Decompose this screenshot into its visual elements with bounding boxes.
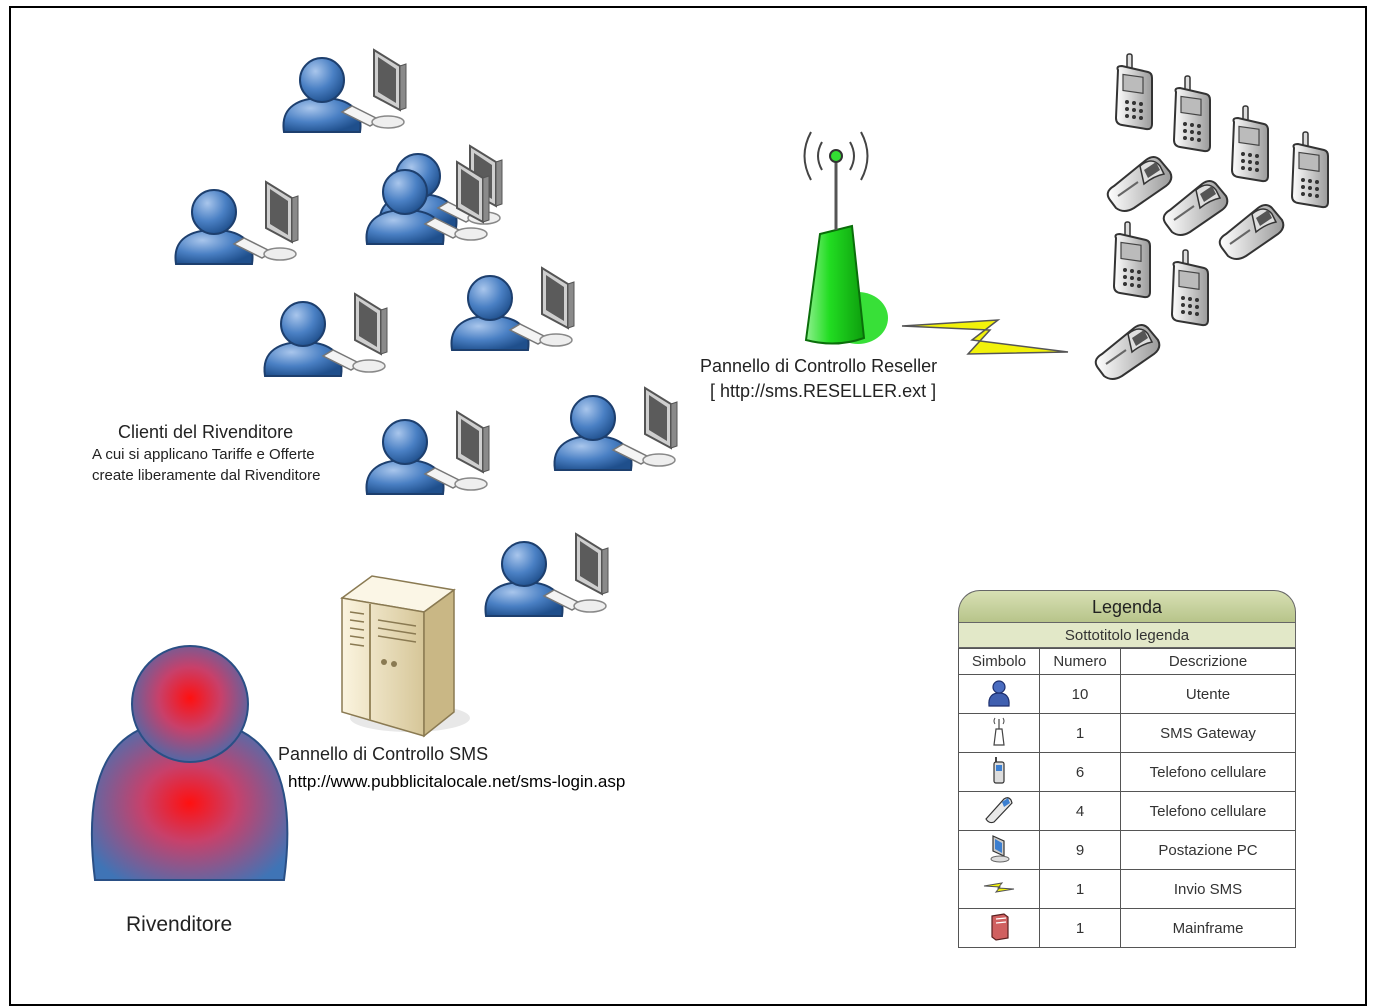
legend-row: 9 Postazione PC	[958, 830, 1296, 870]
legend-description: Utente	[1120, 674, 1296, 714]
legend-description: Telefono cellulare	[1120, 752, 1296, 792]
antenna-icon	[993, 717, 1005, 746]
client-user-9	[484, 533, 609, 617]
mainframe-icon	[991, 913, 1009, 941]
reseller-label: Rivenditore	[126, 913, 233, 936]
client-user-7	[365, 411, 490, 495]
legend-symbol-cell	[958, 713, 1040, 753]
legend-row: 1 Mainframe	[958, 908, 1296, 948]
client-user-5	[263, 293, 388, 377]
pc-workstation-icon	[990, 835, 1010, 863]
legend-description: Postazione PC	[1120, 830, 1296, 870]
legend-symbol-cell	[958, 908, 1040, 948]
legend-number: 4	[1039, 791, 1121, 831]
bar-phone-icon-2	[1173, 75, 1211, 153]
legend-number: 6	[1039, 752, 1121, 792]
legend-header-number: Numero	[1039, 648, 1121, 675]
legend-header-row: Simbolo Numero Descrizione	[958, 648, 1296, 675]
legend-symbol-cell	[958, 674, 1040, 714]
bar-phone-icon-3	[1231, 105, 1269, 183]
clients-title: Clienti del Rivenditore	[118, 422, 294, 442]
client-user-8	[553, 387, 678, 471]
reseller-user-icon	[90, 645, 289, 881]
mainframe-icon	[340, 575, 470, 738]
legend-description: Telefono cellulare	[1120, 791, 1296, 831]
legend-row: 1 SMS Gateway	[958, 713, 1296, 753]
clients-line-2: create liberamente dal Rivenditore	[92, 467, 321, 484]
sms-panel-url: http://www.pubblicitalocale.net/sms-logi…	[288, 772, 626, 791]
lightning-icon	[983, 882, 1015, 893]
clients-line-1: A cui si applicano Tariffe e Offerte	[92, 446, 315, 463]
legend: Legenda Sottotitolo legenda Simbolo Nume…	[958, 590, 1296, 951]
legend-row: 10 Utente	[958, 674, 1296, 714]
legend-symbol-cell	[958, 791, 1040, 831]
legend-symbol-cell	[958, 830, 1040, 870]
legend-table: Simbolo Numero Descrizione 10 Utente	[958, 648, 1296, 948]
legend-symbol-cell	[958, 869, 1040, 909]
legend-header-symbol: Simbolo	[958, 648, 1040, 675]
legend-number: 10	[1039, 674, 1121, 714]
legend-number: 9	[1039, 830, 1121, 870]
legend-row: 6 Telefono cellulare	[958, 752, 1296, 792]
legend-number: 1	[1039, 908, 1121, 948]
flip-phone-icon-4	[1094, 324, 1161, 380]
bar-phone-icon-4	[1291, 131, 1329, 209]
antenna-icon	[803, 131, 888, 345]
client-user-2	[174, 181, 299, 265]
bar-phone-icon-5	[1113, 221, 1151, 299]
legend-header-description: Descrizione	[1120, 648, 1296, 675]
client-user-6	[450, 267, 575, 351]
bar-phone-icon-1	[1115, 53, 1153, 131]
lightning-icon	[901, 319, 1069, 355]
legend-row: 4 Telefono cellulare	[958, 791, 1296, 831]
legend-number: 1	[1039, 713, 1121, 753]
flip-phone-icon-2	[1162, 180, 1229, 236]
legend-subtitle: Sottotitolo legenda	[958, 622, 1296, 648]
sms-panel-title: Pannello di Controllo SMS	[278, 744, 489, 764]
legend-number: 1	[1039, 869, 1121, 909]
legend-description: SMS Gateway	[1120, 713, 1296, 753]
client-user-1	[282, 49, 407, 133]
flip-phone-icon	[985, 797, 1013, 824]
legend-description: Mainframe	[1120, 908, 1296, 948]
flip-phone-icon-1	[1106, 156, 1173, 212]
reseller-panel-title: Pannello di Controllo Reseller	[700, 356, 938, 376]
bar-phone-icon	[993, 757, 1005, 784]
legend-title: Legenda	[958, 590, 1296, 622]
reseller-panel-url: [ http://sms.RESELLER.ext ]	[710, 381, 937, 401]
legend-row: 1 Invio SMS	[958, 869, 1296, 909]
user-icon	[988, 680, 1010, 707]
legend-symbol-cell	[958, 752, 1040, 792]
bar-phone-icon-6	[1171, 249, 1209, 327]
legend-description: Invio SMS	[1120, 869, 1296, 909]
flip-phone-icon-3	[1218, 204, 1285, 260]
